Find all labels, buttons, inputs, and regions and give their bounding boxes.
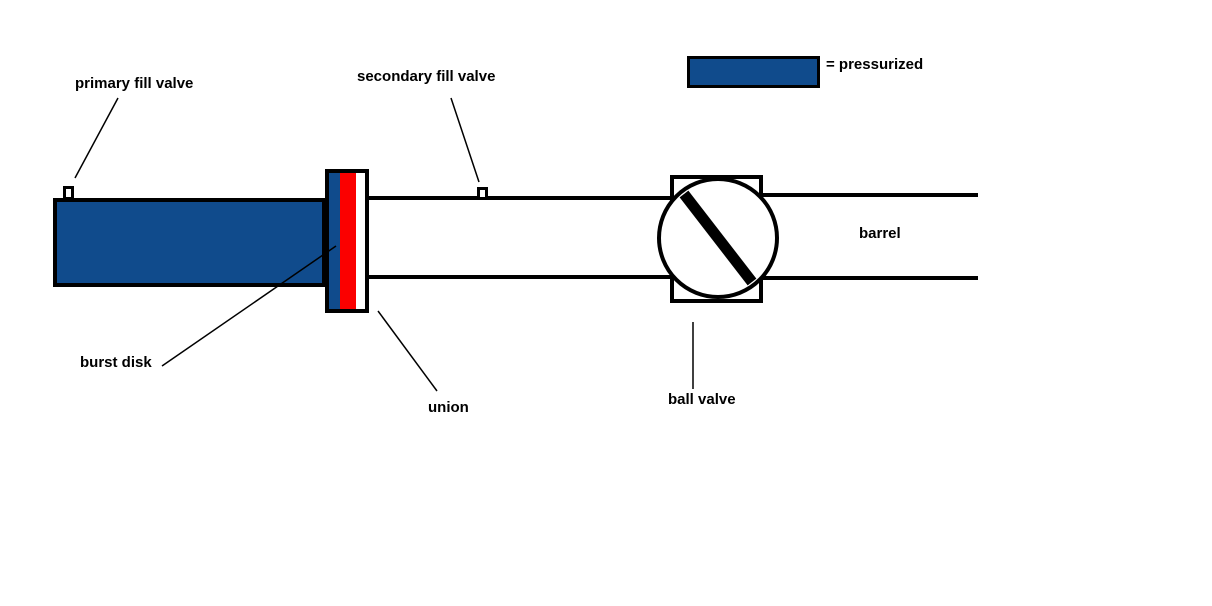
legend-pressurized-label: = pressurized [826, 56, 924, 73]
secondary-fill-valve-leader-line [450, 97, 480, 183]
ball-valve-label: ball valve [668, 391, 736, 408]
secondary-fill-valve-label: secondary fill valve [357, 68, 496, 85]
pipe-top-line [367, 196, 672, 200]
union-collar [325, 169, 369, 313]
secondary-fill-valve-fitting [477, 187, 488, 200]
burst-disk-label: burst disk [80, 354, 152, 371]
barrel-label: barrel [859, 225, 901, 242]
pressure-chamber [53, 198, 326, 287]
union-pressurized-section [329, 173, 340, 309]
primary-fill-valve-fitting [63, 186, 74, 200]
legend-pressurized-swatch [687, 56, 820, 88]
burst-disk-membrane [340, 173, 356, 309]
union-label: union [428, 399, 469, 416]
union-unpressurized-section [356, 173, 365, 309]
primary-fill-valve-label: primary fill valve [75, 75, 194, 92]
ball-valve-body [670, 175, 763, 303]
union-leader-line [377, 310, 438, 392]
pipe-bottom-line [367, 275, 672, 279]
primary-fill-valve-leader-line [74, 97, 119, 179]
barrel-top-line [761, 193, 978, 197]
barrel-bottom-line [761, 276, 978, 280]
